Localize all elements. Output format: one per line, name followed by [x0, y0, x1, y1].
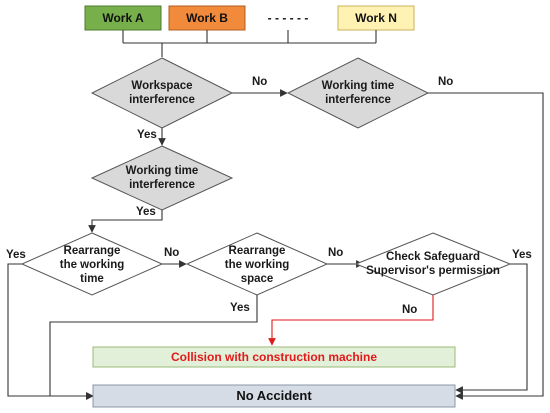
edge-safeguard-no: [268, 295, 434, 346]
working-time-mid-diamond: [90, 145, 234, 211]
safeguard-diamond: [354, 232, 512, 296]
rearrange-space-label-1: Rearrange: [229, 245, 286, 257]
edge-label-no-3: No: [164, 247, 179, 259]
work-b-label: Work B: [186, 11, 228, 25]
edge-time-right-no: [428, 92, 544, 400]
edge-rearrange-space-yes: [49, 295, 258, 400]
edge-label-yes-2: Yes: [136, 206, 156, 218]
edge-label-no-4: No: [328, 247, 343, 259]
rearrange-time-label-3: time: [80, 273, 104, 285]
edge-safeguard-yes: [455, 263, 528, 394]
edge-label-no-2: No: [438, 76, 453, 88]
workspace-interference-diamond: [90, 57, 234, 129]
edge-time-mid-yes: [88, 210, 163, 233]
work-b-box: [168, 5, 246, 31]
working-time-right-diamond: [286, 57, 430, 129]
edge-label-no-5: No: [402, 304, 417, 316]
workspace-interference-label-1: Workspace: [131, 80, 192, 92]
safeguard-label-2: Supervisor's permission: [366, 265, 500, 277]
working-time-right-label-2: interference: [325, 94, 391, 106]
rearrange-time-diamond: [20, 232, 164, 296]
workspace-interference-label-2: interference: [129, 94, 195, 106]
work-n-label: Work N: [355, 11, 397, 25]
working-time-mid-label-2: interference: [129, 179, 195, 191]
rearrange-space-label-2: the working: [225, 259, 290, 271]
collision-box: [92, 346, 456, 368]
working-time-mid-label-1: Working time: [126, 165, 199, 177]
edge-label-no-1: No: [252, 76, 267, 88]
edge-label-yes-1: Yes: [137, 129, 157, 141]
no-accident-box: [92, 384, 456, 408]
no-accident-label: No Accident: [236, 388, 312, 403]
rearrange-time-label-1: Rearrange: [64, 245, 121, 257]
edge-label-yes-5: Yes: [512, 249, 532, 261]
edge-label-yes-3: Yes: [6, 249, 26, 261]
merge-connector: [122, 30, 377, 57]
work-a-box: [84, 5, 162, 31]
work-dots: - - - - - -: [268, 11, 309, 25]
collision-label: Collision with construction machine: [171, 350, 377, 364]
working-time-right-label-1: Working time: [322, 80, 395, 92]
rearrange-space-label-3: space: [241, 273, 274, 285]
safeguard-label-1: Check Safeguard: [386, 251, 480, 263]
work-a-label: Work A: [102, 11, 144, 25]
rearrange-time-label-2: the working: [60, 259, 125, 271]
edge-label-yes-4: Yes: [230, 302, 250, 314]
